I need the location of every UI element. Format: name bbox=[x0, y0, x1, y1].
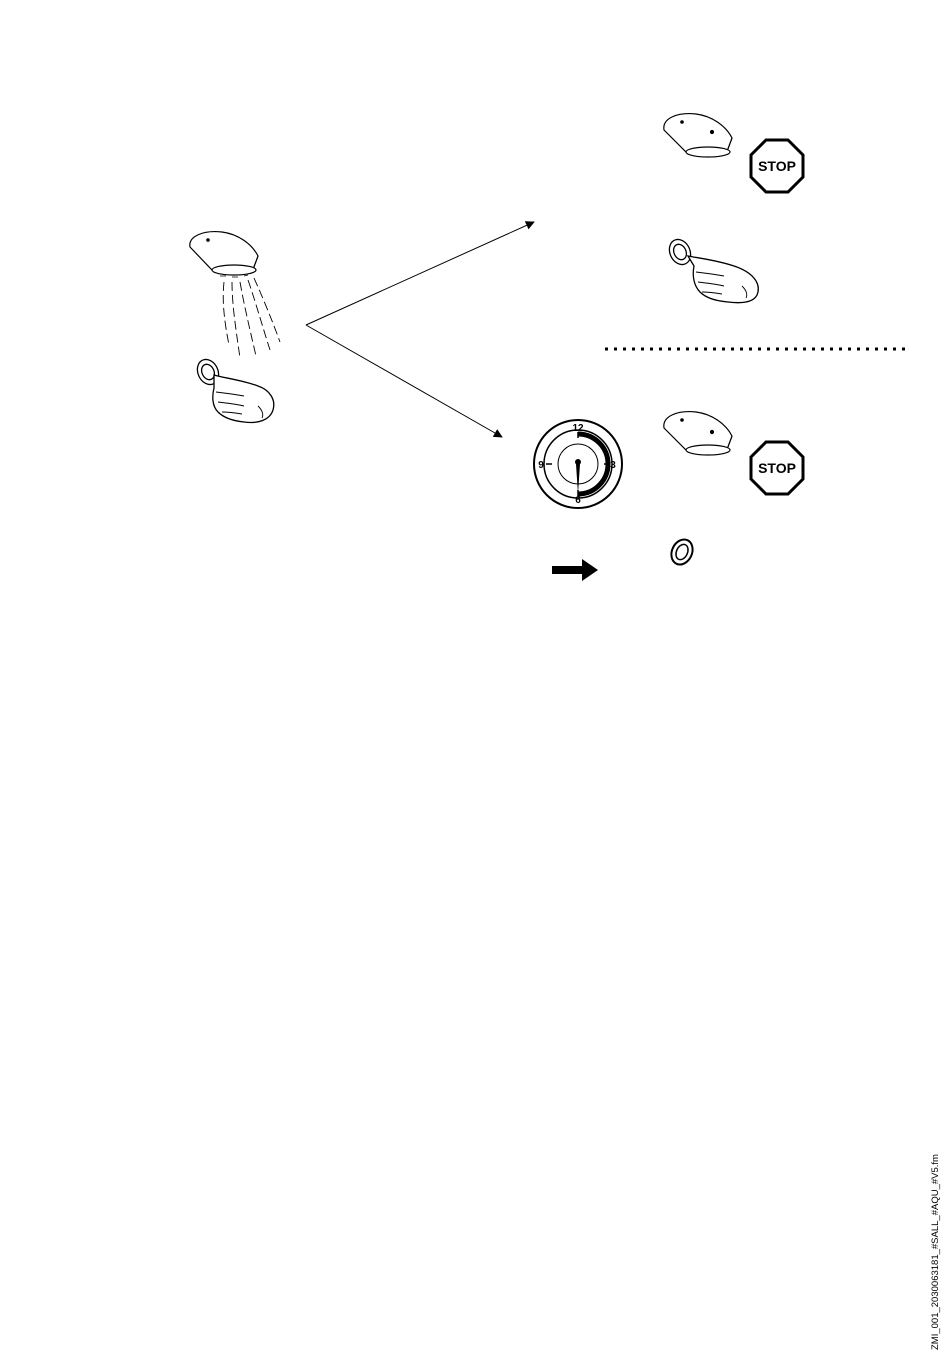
water-spray-icon bbox=[223, 278, 280, 358]
branch-arrow-lower bbox=[306, 325, 502, 437]
shower-head-off-icon-bottom bbox=[664, 412, 732, 455]
stop-sign-top-label: STOP bbox=[758, 158, 796, 174]
shower-head-off-icon-top bbox=[664, 114, 732, 157]
shower-head-running-icon bbox=[190, 232, 258, 277]
released-button-icon bbox=[667, 536, 696, 568]
dial-number-3: 3 bbox=[610, 460, 616, 471]
stop-sign-bottom-label: STOP bbox=[758, 460, 796, 476]
footer-file-reference: ZMI_001_2030063181_#SALL_#AQU_#V5.fm bbox=[930, 1154, 941, 1350]
dial-number-12: 12 bbox=[572, 423, 584, 434]
right-arrow-icon bbox=[552, 559, 598, 581]
stop-sign-top: STOP bbox=[751, 140, 803, 192]
hand-pressing-button-icon-top bbox=[665, 236, 758, 303]
hand-pressing-button-icon bbox=[193, 356, 273, 423]
stop-sign-bottom: STOP bbox=[751, 442, 803, 494]
dial-number-9: 9 bbox=[538, 460, 544, 471]
dial-number-6: 6 bbox=[575, 495, 581, 506]
timer-dial-icon: 12 3 6 9 bbox=[534, 420, 622, 508]
branch-arrow-upper bbox=[306, 222, 534, 325]
